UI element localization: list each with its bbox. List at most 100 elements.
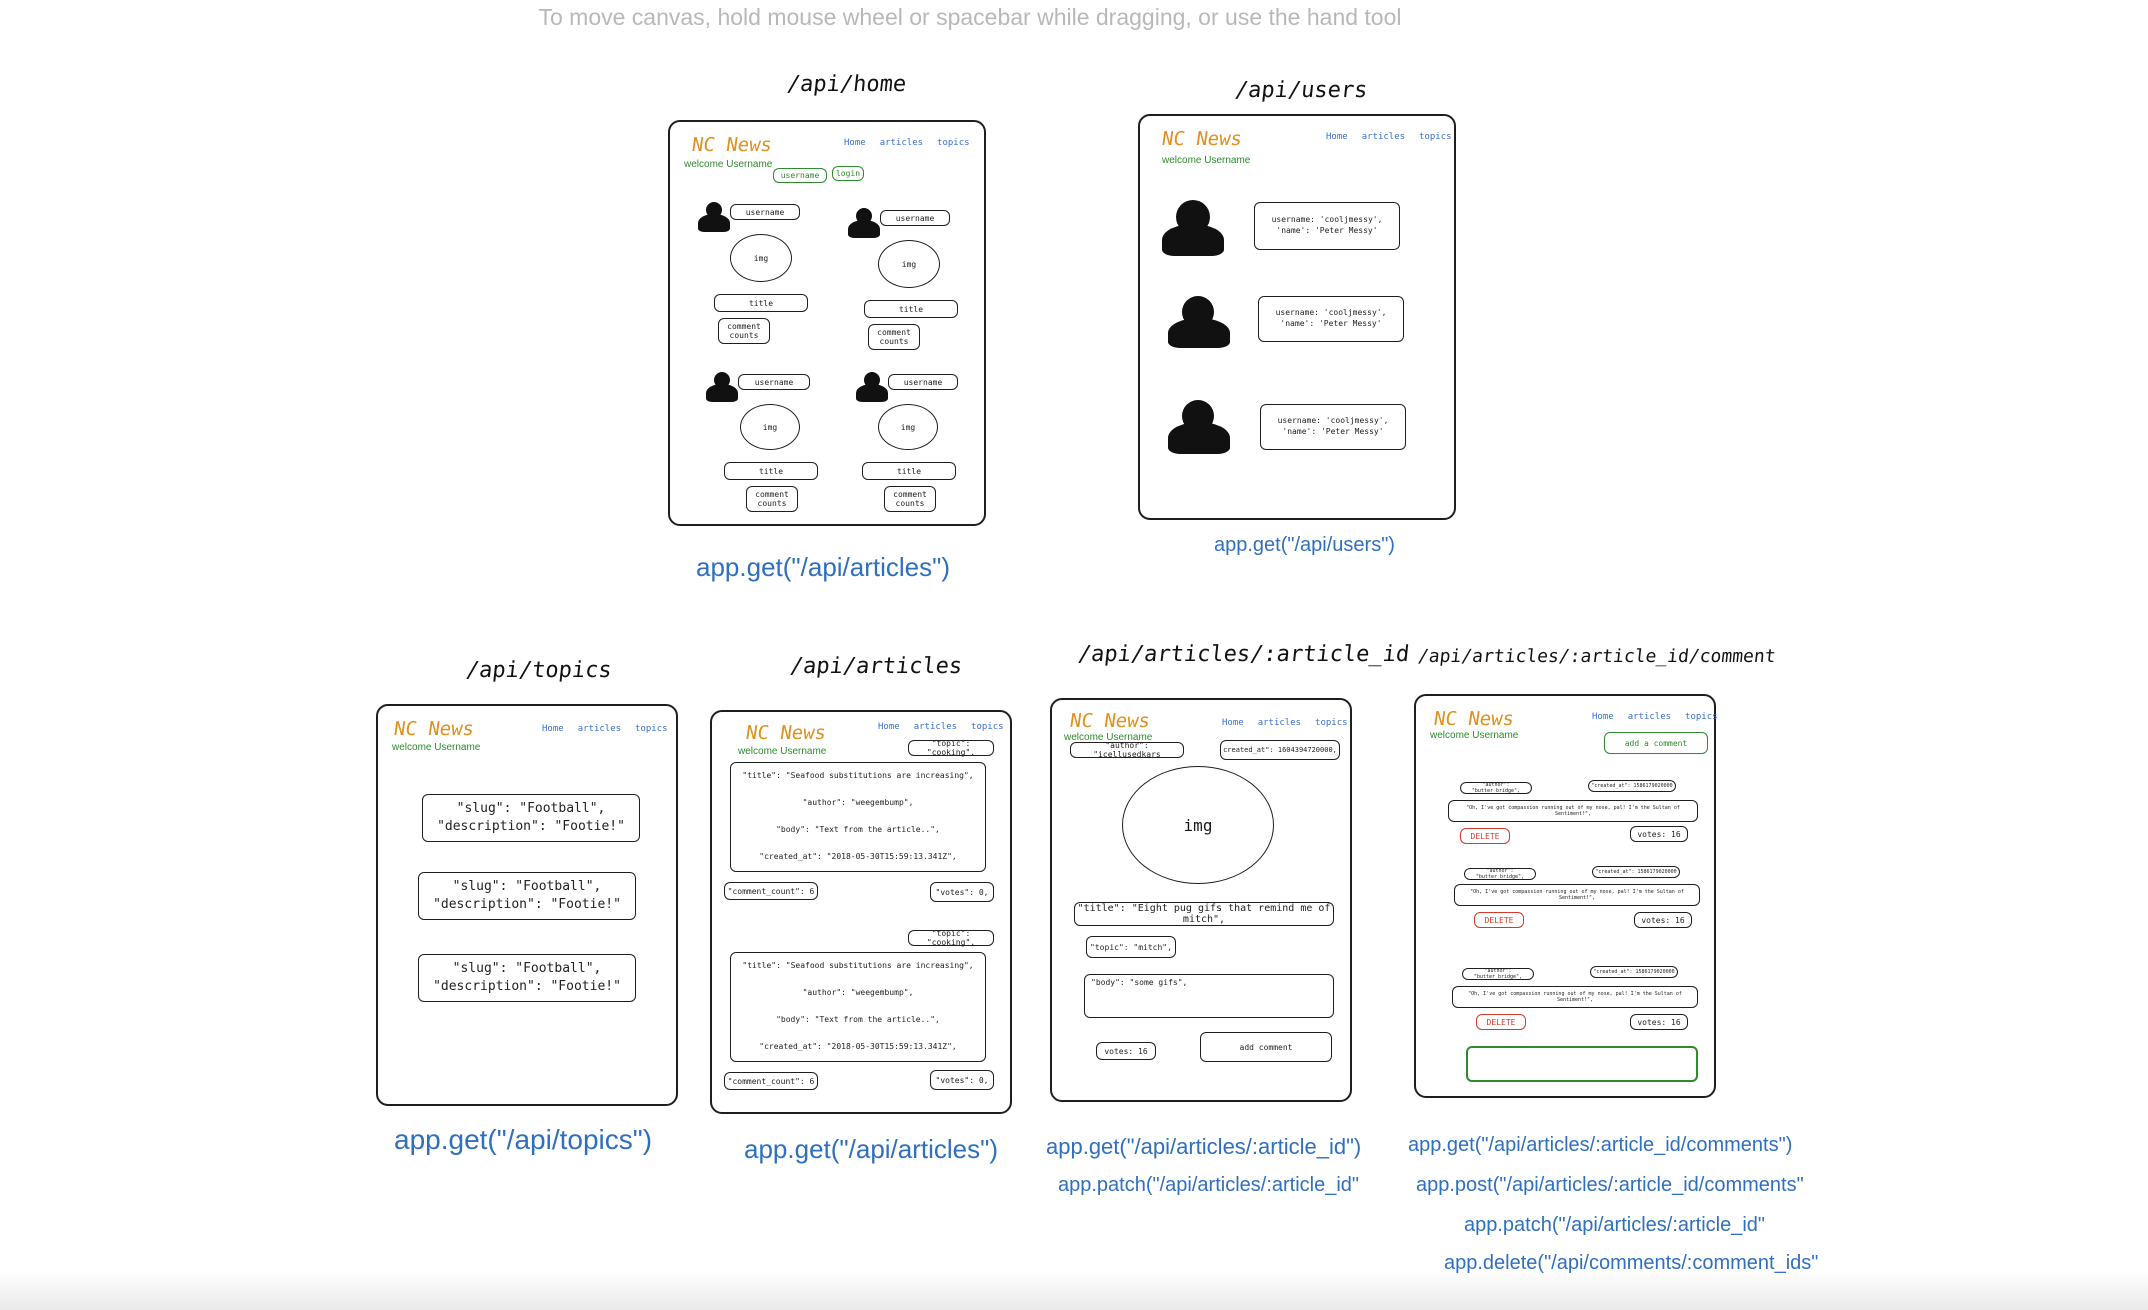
nav-bar: Home articles topics (1222, 718, 1348, 728)
topic-card: "slug": "Football","description": "Footi… (418, 954, 636, 1002)
topic-card: "slug": "Football","description": "Footi… (418, 872, 636, 920)
topic-card: "slug": "Football","description": "Footi… (422, 794, 640, 842)
article-body: "body": "some gifs", (1084, 974, 1334, 1018)
card-comment-counts: comment counts (884, 486, 936, 512)
welcome-text: welcome Username (684, 159, 773, 170)
card-img: img (740, 404, 800, 450)
username-input[interactable]: username (773, 168, 827, 183)
comment-votes[interactable]: votes: 16 (1634, 912, 1692, 928)
card-comment-counts: comment counts (718, 318, 770, 344)
nav-home[interactable]: Home (844, 138, 866, 148)
welcome-text: welcome Username (392, 742, 481, 753)
article-id-patch-code: app.patch("/api/articles/:article_id" (1058, 1174, 1360, 1196)
articles-endpoint-code: app.get("/api/articles") (744, 1134, 999, 1164)
delete-comment-button[interactable]: DELETE (1476, 1014, 1526, 1030)
articles-frame-title: /api/articles (788, 654, 964, 679)
card-username: username (880, 210, 950, 226)
card-title: title (724, 462, 818, 480)
topics-frame-title: /api/topics (464, 658, 614, 683)
canvas-hint: To move canvas, hold mouse wheel or spac… (538, 4, 1402, 30)
article-votes: "votes": 0, (930, 1070, 994, 1090)
article-created-at: created_at": 1604394720000, (1220, 740, 1340, 760)
article-title-field: "title": "Eight pug gifs that remind me … (1074, 902, 1334, 926)
new-comment-input[interactable] (1466, 1046, 1698, 1082)
comment-created-at: "created_at": 1586179020000 (1588, 780, 1676, 792)
home-endpoint-code: app.get("/api/articles") (696, 552, 951, 582)
card-title: title (714, 294, 808, 312)
brand-logo: NC News (1068, 710, 1152, 732)
brand-logo: NC News (1432, 708, 1516, 730)
card-img: img (878, 240, 940, 288)
nav-home[interactable]: Home (1592, 712, 1614, 722)
card-comment-counts: comment counts (868, 324, 920, 350)
comment-delete-code: app.delete("/api/comments/:comment_ids" (1444, 1252, 1819, 1274)
nav-topics[interactable]: topics (937, 138, 970, 148)
nav-bar: Home articles topics (1326, 132, 1452, 142)
nav-articles[interactable]: articles (1257, 718, 1302, 728)
nav-topics[interactable]: topics (971, 722, 1004, 732)
users-endpoint-code: app.get("/api/users") (1214, 534, 1395, 556)
nav-bar: Home articles topics (878, 722, 1004, 732)
article-author: "author": "icellusedkars (1070, 741, 1184, 759)
user-card: username: 'cooljmessy','name': 'Peter Me… (1260, 404, 1406, 450)
nav-articles[interactable]: articles (1627, 712, 1672, 722)
comment-post-code: app.post("/api/articles/:article_id/comm… (1416, 1174, 1804, 1196)
card-username: username (738, 374, 810, 390)
nav-topics[interactable]: topics (1419, 132, 1452, 142)
comment-votes[interactable]: votes: 16 (1630, 826, 1688, 842)
article-id-frame-title: /api/articles/:article_id (1076, 642, 1411, 667)
nav-home[interactable]: Home (1326, 132, 1348, 142)
welcome-text: welcome Username (738, 746, 827, 757)
nav-topics[interactable]: topics (1315, 718, 1348, 728)
article-card[interactable]: "title": "Seafood substitutions are incr… (730, 762, 986, 872)
nav-home[interactable]: Home (542, 724, 564, 734)
nav-articles[interactable]: articles (1361, 132, 1406, 142)
article-id-wireframe[interactable]: NC News welcome Username Home articles t… (1050, 698, 1352, 1102)
nav-topics[interactable]: topics (1685, 712, 1718, 722)
card-title: title (862, 462, 956, 480)
comment-created-at: "created_at": 1586179020000 (1590, 966, 1678, 978)
nav-home[interactable]: Home (1222, 718, 1244, 728)
brand-logo: NC News (744, 722, 828, 744)
article-comment-count: "comment_count": 6 (724, 882, 818, 900)
users-frame-title: /api/users (1233, 78, 1369, 103)
add-a-comment-button[interactable]: add a comment (1604, 732, 1708, 754)
article-votes[interactable]: votes: 16 (1096, 1042, 1156, 1060)
article-votes: "votes": 0, (930, 882, 994, 902)
nav-articles[interactable]: articles (577, 724, 622, 734)
user-card: username: 'cooljmessy','name': 'Peter Me… (1258, 296, 1404, 342)
nav-bar: Home articles topics (1592, 712, 1718, 722)
user-avatar-icon (1168, 400, 1230, 454)
article-topic: "topic": "mitch", (1086, 936, 1176, 958)
comment-get-code: app.get("/api/articles/:article_id/comme… (1408, 1134, 1793, 1156)
users-wireframe[interactable]: NC News welcome Username Home articles t… (1138, 114, 1456, 520)
card-username: username (730, 204, 800, 220)
delete-comment-button[interactable]: DELETE (1474, 912, 1524, 928)
user-avatar-icon (848, 208, 880, 238)
comment-created-at: "created_at": 1586179020000 (1592, 866, 1680, 878)
brand-logo: NC News (392, 718, 476, 740)
delete-comment-button[interactable]: DELETE (1460, 828, 1510, 844)
nav-topics[interactable]: topics (635, 724, 668, 734)
welcome-text: welcome Username (1162, 155, 1251, 166)
nav-articles[interactable]: articles (913, 722, 958, 732)
comment-votes[interactable]: votes: 16 (1630, 1014, 1688, 1030)
article-topic: "topic": "cooking", (908, 739, 994, 757)
user-avatar-icon (698, 202, 730, 232)
home-wireframe[interactable]: NC News welcome Username Home articles t… (668, 120, 986, 526)
add-comment-button[interactable]: add comment (1200, 1032, 1332, 1062)
articles-wireframe[interactable]: NC News welcome Username Home articles t… (710, 710, 1012, 1114)
comment-wireframe[interactable]: NC News welcome Username Home articles t… (1414, 694, 1718, 1098)
nav-home[interactable]: Home (878, 722, 900, 732)
topics-endpoint-code: app.get("/api/topics") (394, 1124, 653, 1155)
comment-author: "author": "butter_bridge", (1460, 782, 1532, 794)
article-topic: "topic": "cooking", (908, 929, 994, 947)
home-frame-title: /api/home (785, 72, 908, 97)
article-card[interactable]: "title": "Seafood substitutions are incr… (730, 952, 986, 1062)
nav-articles[interactable]: articles (879, 138, 924, 148)
topics-wireframe[interactable]: NC News welcome Username Home articles t… (376, 704, 678, 1106)
login-button[interactable]: login (832, 166, 864, 181)
user-avatar-icon (1168, 296, 1230, 348)
article-img: img (1122, 766, 1274, 884)
welcome-text: welcome Username (1430, 730, 1519, 741)
